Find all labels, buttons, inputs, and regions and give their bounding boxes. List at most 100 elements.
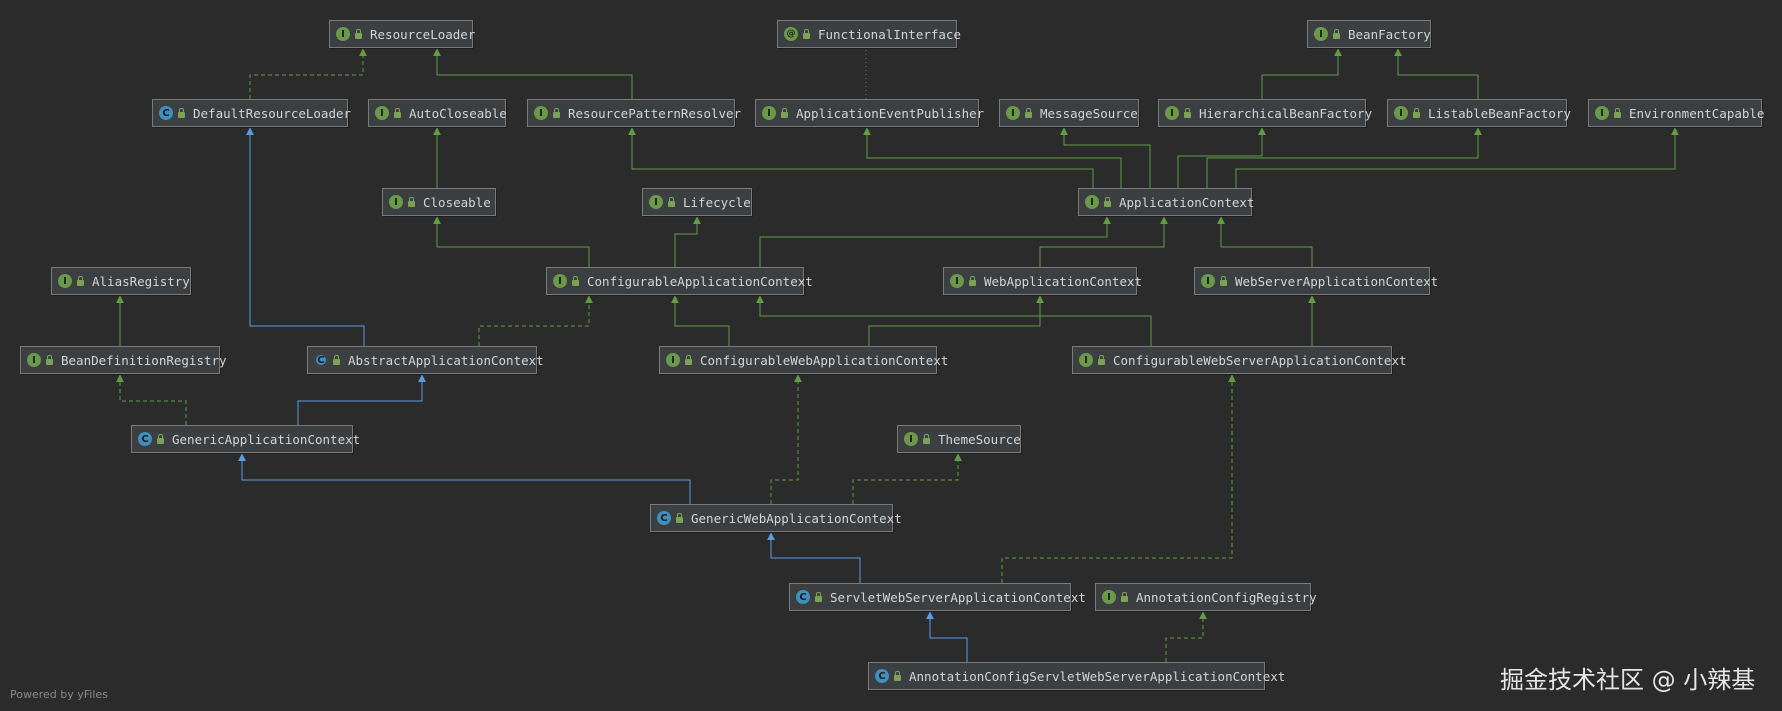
- class-badge-icon: C: [796, 590, 810, 604]
- interface-badge-icon: I: [950, 274, 964, 288]
- public-lock-icon: [803, 29, 810, 39]
- node-bean-definition-registry[interactable]: I BeanDefinitionRegistry: [20, 346, 227, 374]
- interface-badge-icon: I: [27, 353, 41, 367]
- extends-edge: [297, 374, 426, 425]
- implements-edge: [671, 295, 730, 346]
- node-label: AnnotationConfigRegistry: [1136, 589, 1317, 605]
- node-hierarchical-bean-factory[interactable]: I HierarchicalBeanFactory: [1158, 99, 1372, 127]
- node-listable-bean-factory[interactable]: I ListableBeanFactory: [1387, 99, 1571, 127]
- implements-edge: [1039, 216, 1168, 267]
- extends-edge: [238, 453, 691, 504]
- interface-badge-icon: I: [336, 27, 350, 41]
- class-badge-icon: C: [159, 106, 173, 120]
- node-label: BeanDefinitionRegistry: [61, 352, 227, 368]
- node-bean-factory[interactable]: I BeanFactory: [1307, 20, 1431, 48]
- implements-edge: [1235, 127, 1679, 188]
- implements-edge: [478, 295, 593, 346]
- node-label: HierarchicalBeanFactory: [1199, 105, 1373, 121]
- public-lock-icon: [1104, 197, 1111, 207]
- interface-badge-icon: I: [58, 274, 72, 288]
- public-lock-icon: [668, 197, 675, 207]
- interface-badge-icon: I: [534, 106, 548, 120]
- implements-edge: [1261, 48, 1342, 99]
- public-lock-icon: [894, 671, 901, 681]
- node-label: AnnotationConfigServletWebServerApplicat…: [909, 668, 1286, 684]
- node-resource-pattern-resolver[interactable]: I ResourcePatternResolver: [527, 99, 741, 127]
- implements-edge: [628, 127, 1094, 188]
- public-lock-icon: [815, 592, 822, 602]
- public-lock-icon: [1333, 29, 1340, 39]
- interface-badge-icon: I: [1595, 106, 1609, 120]
- interface-badge-icon: I: [1314, 27, 1328, 41]
- implements-edge: [852, 453, 962, 504]
- node-label: BeanFactory: [1348, 26, 1431, 42]
- node-message-source[interactable]: I MessageSource: [999, 99, 1139, 127]
- node-label: ListableBeanFactory: [1428, 105, 1571, 121]
- node-label: ConfigurableWebServerApplicationContext: [1113, 352, 1407, 368]
- implements-edge: [1177, 127, 1266, 188]
- public-lock-icon: [685, 355, 692, 365]
- interface-badge-icon: I: [1394, 106, 1408, 120]
- implements-edge: [249, 48, 367, 99]
- interface-badge-icon: I: [1085, 195, 1099, 209]
- implements-edge: [759, 216, 1111, 267]
- node-label: FunctionalInterface: [818, 26, 961, 42]
- interface-badge-icon: I: [1165, 106, 1179, 120]
- public-lock-icon: [1220, 276, 1227, 286]
- implements-edge: [433, 216, 590, 267]
- public-lock-icon: [408, 197, 415, 207]
- implements-edge: [770, 374, 802, 504]
- node-label: ApplicationEventPublisher: [796, 105, 985, 121]
- public-lock-icon: [676, 513, 683, 523]
- public-lock-icon: [77, 276, 84, 286]
- annotation-badge-icon: @: [784, 27, 798, 41]
- node-functional-interface[interactable]: @ FunctionalInterface: [777, 20, 961, 48]
- node-label: GenericWebApplicationContext: [691, 510, 902, 526]
- public-lock-icon: [46, 355, 53, 365]
- node-label: ResourcePatternResolver: [568, 105, 742, 121]
- implements-edge: [1001, 374, 1236, 583]
- public-lock-icon: [1098, 355, 1105, 365]
- extends-edge: [926, 611, 968, 662]
- public-lock-icon: [572, 276, 579, 286]
- public-lock-icon: [355, 29, 362, 39]
- node-annotation-config-registry[interactable]: I AnnotationConfigRegistry: [1095, 583, 1317, 611]
- implements-edge: [116, 374, 187, 425]
- public-lock-icon: [333, 355, 340, 365]
- public-lock-icon: [1413, 108, 1420, 118]
- node-label: MessageSource: [1040, 105, 1138, 121]
- interface-badge-icon: I: [1006, 106, 1020, 120]
- public-lock-icon: [178, 108, 185, 118]
- implements-edge: [863, 127, 1122, 188]
- public-lock-icon: [969, 276, 976, 286]
- public-lock-icon: [1614, 108, 1621, 118]
- watermark-text: 掘金技术社区 @ 小辣基: [1500, 666, 1756, 694]
- implements-edge: [868, 295, 1044, 346]
- node-label: Lifecycle: [683, 194, 751, 210]
- public-lock-icon: [923, 434, 930, 444]
- interface-badge-icon: I: [1102, 590, 1116, 604]
- public-lock-icon: [553, 108, 560, 118]
- interface-badge-icon: I: [1201, 274, 1215, 288]
